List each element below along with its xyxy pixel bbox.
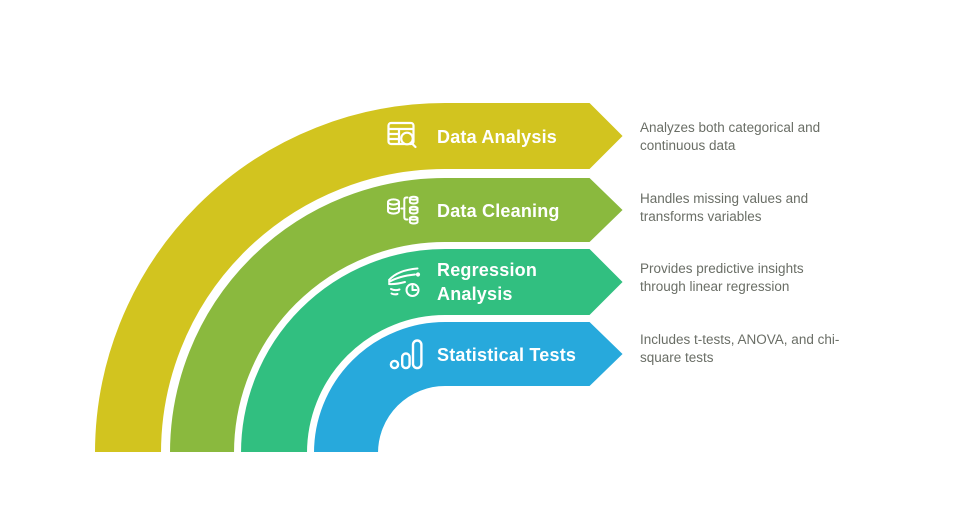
band-shape-regression-analysis <box>239 247 625 454</box>
band-shape-statistical-tests <box>312 320 625 454</box>
band-description-statistical-tests: Includes t-tests, ANOVA, and chi-square … <box>640 332 840 365</box>
band-label-data-cleaning: Data Cleaning <box>437 201 560 221</box>
table-search-icon <box>385 118 421 154</box>
band-description-regression-analysis: Provides predictive insights through lin… <box>640 261 804 294</box>
band-shape-data-cleaning <box>168 176 625 454</box>
band-label-data-analysis: Data Analysis <box>437 127 557 147</box>
band-label-regression-analysis: Regression Analysis <box>437 260 538 304</box>
bar-chart-icon <box>388 336 424 372</box>
band-description-data-analysis: Analyzes both categorical and continuous… <box>640 120 821 153</box>
regression-curves-icon <box>386 264 422 300</box>
data-transform-icon <box>385 192 421 228</box>
band-label-statistical-tests: Statistical Tests <box>437 345 577 365</box>
band-shape-data-analysis <box>93 101 625 454</box>
band-description-data-cleaning: Handles missing values and transforms va… <box>640 191 809 224</box>
